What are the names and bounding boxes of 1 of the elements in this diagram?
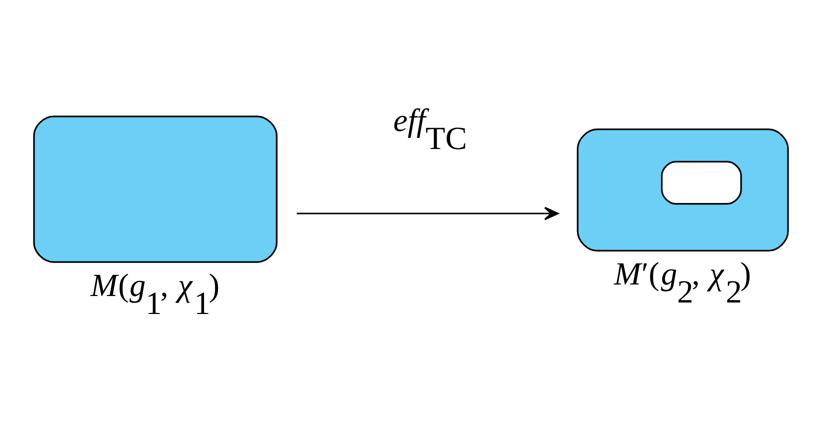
arrow: [296, 206, 559, 220]
